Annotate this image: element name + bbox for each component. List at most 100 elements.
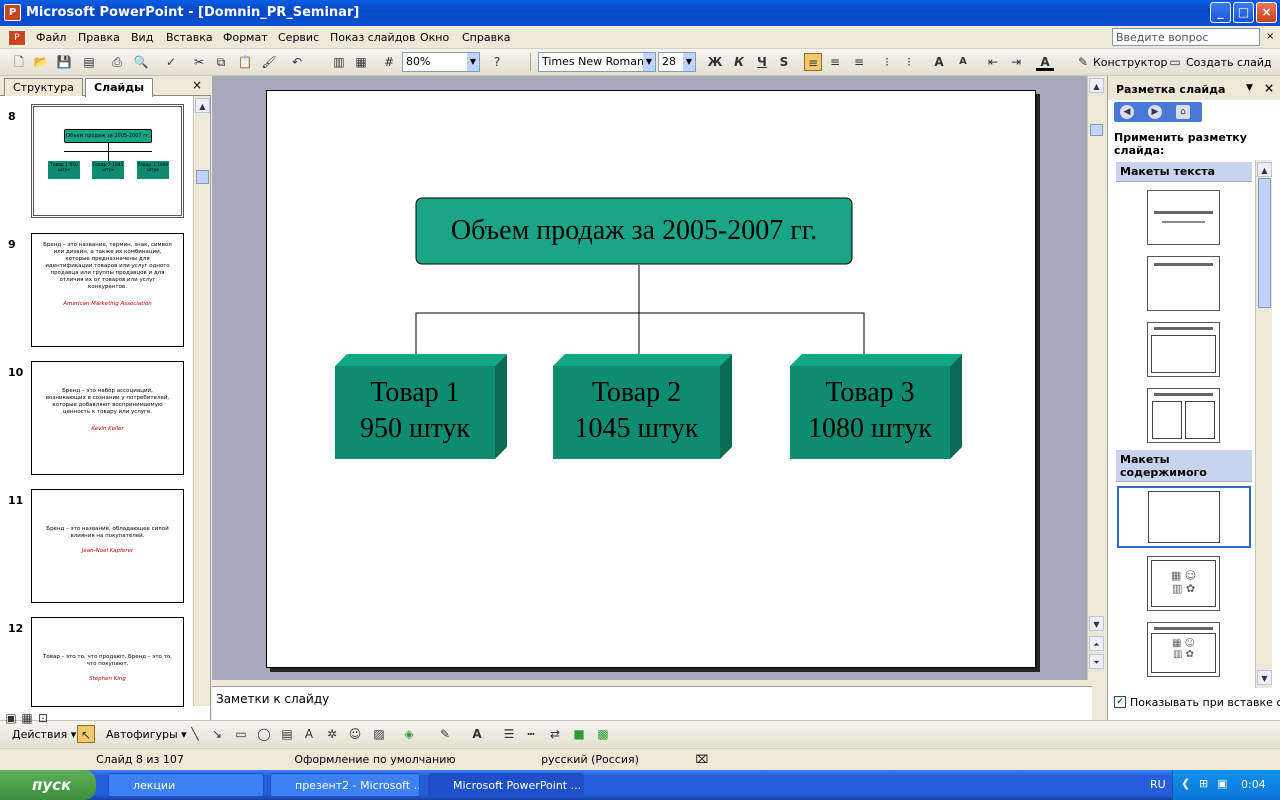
menu-file[interactable]: Файл [36, 31, 67, 44]
line-style-icon[interactable]: ☰ [503, 727, 515, 741]
font-select[interactable]: Times New Roman▼ [538, 52, 656, 72]
open-icon[interactable]: 📂 [33, 55, 49, 69]
oval-icon[interactable]: ◯ [257, 727, 271, 741]
line-color-icon[interactable]: ✎ [439, 727, 451, 741]
decrease-font-icon[interactable]: A [959, 56, 967, 67]
back-icon[interactable]: ◀ [1120, 105, 1134, 119]
save-icon[interactable]: 💾 [56, 55, 72, 69]
scroll-up-icon[interactable]: ▲ [195, 98, 210, 113]
textbox-icon[interactable]: ▤ [281, 727, 293, 741]
scroll-down-icon[interactable]: ▼ [1257, 670, 1272, 685]
slide-title[interactable]: Объем продаж за 2005-2007 гг. [450, 215, 818, 246]
close-icon[interactable]: × [1264, 81, 1275, 95]
pdf-icon[interactable]: ▤ [83, 55, 95, 69]
slide-thumbnail-12[interactable]: Товар – это то, что продают. Бренд – это… [31, 617, 184, 707]
show-on-insert-checkbox[interactable]: ✓ [1114, 696, 1126, 708]
line-icon[interactable]: ╲ [191, 727, 199, 741]
underline-button[interactable]: Ч [757, 55, 767, 69]
decrease-indent-icon[interactable]: ⇤ [987, 55, 999, 69]
preview-icon[interactable]: 🔍 [133, 55, 149, 69]
menu-tools[interactable]: Сервис [278, 31, 320, 44]
arrow-style-icon[interactable]: ⇄ [549, 727, 561, 741]
scroll-thumb[interactable] [1258, 178, 1271, 308]
layout-title-text[interactable] [1147, 322, 1220, 377]
shadow-button[interactable]: S [779, 55, 789, 69]
layout-content[interactable]: ▦ ☺▥ ✿ [1147, 556, 1220, 611]
sorter-view-icon[interactable]: ▦ [21, 711, 33, 725]
normal-view-icon[interactable]: ▣ [5, 711, 17, 725]
chart-icon[interactable]: ▥ [333, 55, 345, 69]
print-icon[interactable]: ⎙ [112, 55, 122, 69]
scroll-down-icon[interactable]: ▼ [1089, 616, 1104, 631]
font-color-icon[interactable]: A [1036, 53, 1054, 71]
network-icon[interactable]: ⊞ [1199, 777, 1209, 790]
clipart-icon[interactable]: ☺ [348, 727, 362, 741]
cut-icon[interactable]: ✂ [193, 55, 205, 69]
help-icon[interactable]: ? [493, 55, 501, 69]
maximize-button[interactable]: □ [1233, 2, 1254, 23]
align-left-icon[interactable]: ≡ [804, 53, 822, 71]
task-folder[interactable]: лекции [108, 773, 264, 797]
scroll-thumb[interactable] [1090, 124, 1103, 136]
task-pane-scrollbar[interactable]: ▲ ▼ [1255, 160, 1272, 688]
menu-slideshow[interactable]: Показ слайдов [330, 31, 416, 44]
document-icon[interactable]: P [8, 30, 26, 46]
3d-icon[interactable]: ▩ [597, 727, 609, 741]
tab-outline[interactable]: Структура [4, 78, 83, 96]
powerpoint-icon[interactable]: P [4, 4, 21, 21]
designer-button[interactable]: Конструктор [1093, 56, 1168, 69]
prev-slide-icon[interactable]: ⏶ [1089, 636, 1104, 651]
chevron-down-icon[interactable]: ▼ [1246, 83, 1253, 93]
slide-scrollbar[interactable]: ▲ ▼ ⏶ ⏷ [1087, 76, 1104, 680]
actions-button[interactable]: Действия ▾ [12, 728, 77, 741]
diagram-icon[interactable]: ✲ [326, 727, 338, 741]
format-painter-icon[interactable]: 🖌 [261, 55, 277, 69]
menu-help[interactable]: Справка [462, 31, 511, 44]
increase-indent-icon[interactable]: ⇥ [1010, 55, 1022, 69]
new-slide-button[interactable]: Создать слайд [1186, 56, 1272, 69]
box-1-text[interactable]: Товар 1 950 штук [335, 375, 495, 447]
minimize-button[interactable]: _ [1210, 2, 1231, 23]
menu-insert[interactable]: Вставка [166, 31, 213, 44]
shadow-icon[interactable]: ■ [573, 727, 585, 741]
zoom-select[interactable]: 80%▼ [402, 52, 480, 72]
menu-view[interactable]: Вид [131, 31, 154, 44]
grid-icon[interactable]: # [383, 55, 395, 69]
pointer-icon[interactable]: ↖ [77, 725, 95, 743]
undo-icon[interactable]: ↶ [291, 55, 303, 69]
italic-button[interactable]: К [734, 55, 744, 69]
volume-icon[interactable]: ▣ [1217, 777, 1228, 790]
menu-window[interactable]: Окно [420, 31, 450, 44]
keyboard-lang[interactable]: RU [1150, 778, 1166, 791]
scroll-up-icon[interactable]: ▲ [1089, 78, 1104, 93]
scroll-thumb[interactable] [196, 170, 209, 184]
close-button[interactable]: × [1256, 2, 1277, 23]
layout-title-only[interactable] [1147, 256, 1220, 311]
arrow-icon[interactable]: ↘ [211, 727, 223, 741]
slides-scrollbar[interactable]: ▲ [193, 96, 210, 706]
notes-pane[interactable]: Заметки к слайду [212, 686, 1092, 720]
dash-style-icon[interactable]: ┅ [527, 727, 535, 741]
increase-font-icon[interactable]: A [934, 55, 944, 69]
box-2-text[interactable]: Товар 2 1045 штук [553, 375, 720, 447]
box-3-text[interactable]: Товар 3 1080 штук [790, 375, 950, 447]
new-icon[interactable]: 🗋 [14, 55, 24, 69]
align-right-icon[interactable]: ≡ [853, 55, 865, 69]
tray-arrow-icon[interactable]: ❮ [1181, 777, 1191, 790]
bold-button[interactable]: Ж [707, 55, 723, 69]
menu-edit[interactable]: Правка [78, 31, 120, 44]
help-search-input[interactable]: Введите вопрос [1112, 28, 1260, 46]
slide-thumbnail-11[interactable]: Бренд – это название, обладающее силой в… [31, 489, 184, 603]
slide-thumbnail-8[interactable]: Объем продаж за 2005-2007 гг. Товар 1 95… [31, 104, 184, 218]
close-doc-icon[interactable]: × [1266, 31, 1275, 42]
font-size-select[interactable]: 28▼ [658, 52, 696, 72]
slideshow-view-icon[interactable]: ⊡ [37, 711, 49, 725]
wordart-icon[interactable]: A [304, 727, 314, 741]
layout-title-content[interactable]: ▦ ☺▥ ✿ [1147, 622, 1220, 677]
bullets-icon[interactable]: ⁝ [907, 55, 911, 69]
task-powerpoint[interactable]: Microsoft PowerPoint ... [428, 773, 584, 797]
paste-icon[interactable]: 📋 [237, 55, 253, 69]
align-center-icon[interactable]: ≡ [829, 55, 841, 69]
current-slide[interactable]: Объем продаж за 2005-2007 гг. Товар 1 95… [266, 90, 1036, 668]
rectangle-icon[interactable]: ▭ [235, 727, 247, 741]
